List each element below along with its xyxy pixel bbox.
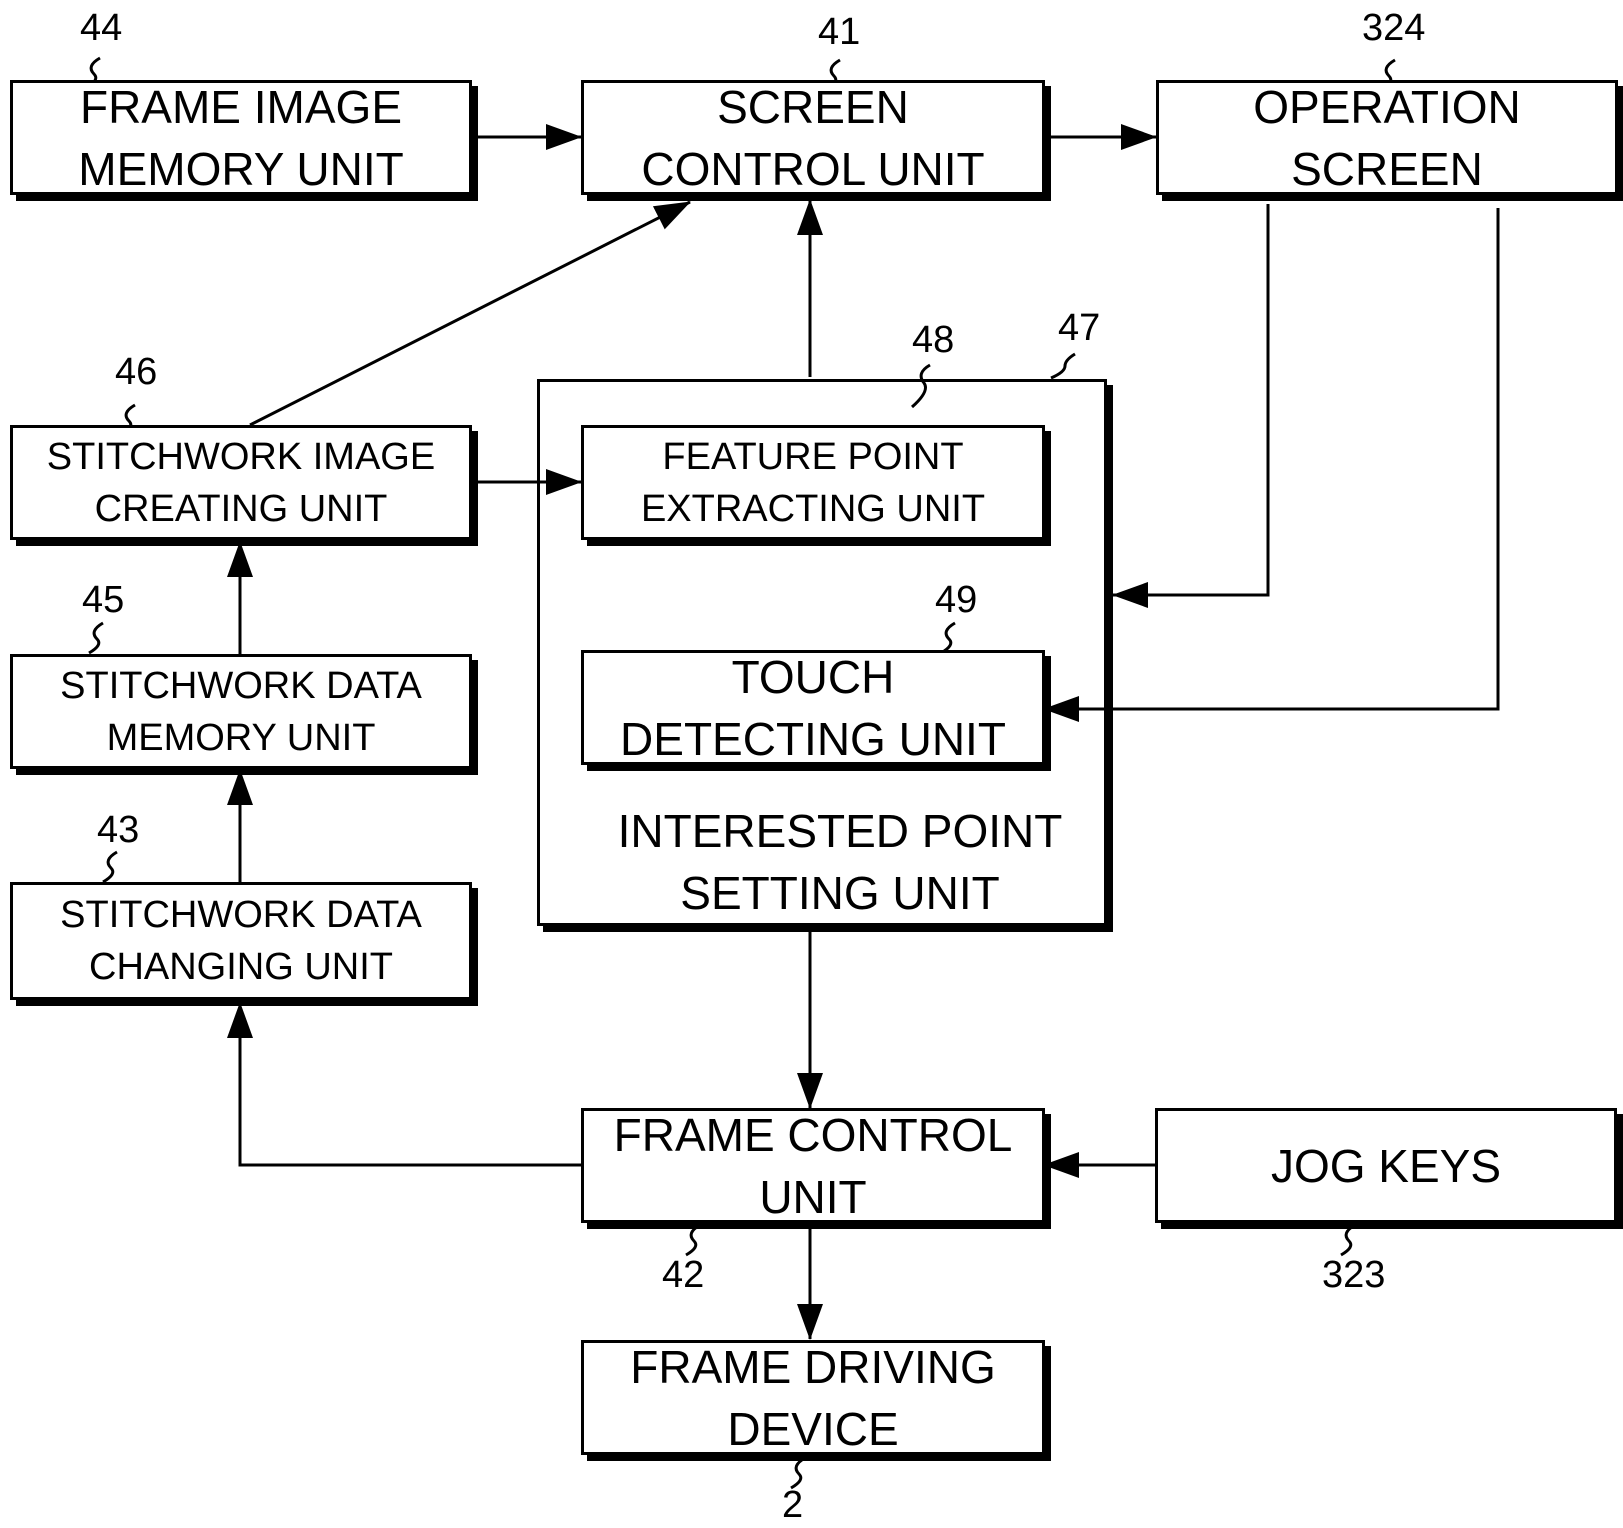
ref-47: 47 <box>1058 308 1100 348</box>
frame-driving-device: FRAME DRIVING DEVICE <box>581 1340 1045 1455</box>
touch-detecting-unit-label: TOUCH DETECTING UNIT <box>620 646 1006 770</box>
ref-41: 41 <box>818 12 860 52</box>
operation-screen: OPERATION SCREEN <box>1156 80 1618 195</box>
frame-driving-device-label: FRAME DRIVING DEVICE <box>630 1336 995 1460</box>
ref-49: 49 <box>935 580 977 620</box>
touch-detecting-unit: TOUCH DETECTING UNIT <box>581 650 1045 765</box>
jog-keys: JOG KEYS <box>1155 1108 1617 1223</box>
leader-45 <box>89 623 103 653</box>
frame-image-memory-unit: FRAME IMAGE MEMORY UNIT <box>10 80 472 195</box>
stitchwork-data-changing-unit: STITCHWORK DATA CHANGING UNIT <box>10 882 472 1000</box>
screen-control-unit-label: SCREEN CONTROL UNIT <box>641 76 984 200</box>
leader-42 <box>686 1225 700 1255</box>
stitchwork-image-creating-unit-label: STITCHWORK IMAGE CREATING UNIT <box>47 431 435 535</box>
feature-point-extracting-unit: FEATURE POINT EXTRACTING UNIT <box>581 425 1045 540</box>
leader-323 <box>1341 1225 1355 1255</box>
operation-screen-label: OPERATION SCREEN <box>1253 76 1521 200</box>
ref-48: 48 <box>912 320 954 360</box>
ref-45: 45 <box>82 580 124 620</box>
leader-43 <box>103 852 117 882</box>
interested-point-setting-label: INTERESTED POINT SETTING UNIT <box>560 800 1120 924</box>
leader-47 <box>1051 354 1075 378</box>
stitchwork-data-memory-unit-label: STITCHWORK DATA MEMORY UNIT <box>60 660 422 764</box>
stitchwork-image-creating-unit: STITCHWORK IMAGE CREATING UNIT <box>10 425 472 540</box>
jog-keys-label: JOG KEYS <box>1271 1135 1501 1197</box>
ref-42: 42 <box>662 1255 704 1295</box>
frame-control-unit-label: FRAME CONTROL UNIT <box>614 1104 1013 1228</box>
frame-image-memory-unit-label: FRAME IMAGE MEMORY UNIT <box>78 76 403 200</box>
ref-2: 2 <box>782 1485 803 1525</box>
ref-44: 44 <box>80 8 122 48</box>
ref-43: 43 <box>97 810 139 850</box>
frame-control-unit: FRAME CONTROL UNIT <box>581 1108 1045 1223</box>
edge-42-to-43 <box>240 1003 581 1165</box>
ref-324: 324 <box>1362 8 1425 48</box>
screen-control-unit: SCREEN CONTROL UNIT <box>581 80 1045 195</box>
ref-46: 46 <box>115 352 157 392</box>
feature-point-extracting-unit-label: FEATURE POINT EXTRACTING UNIT <box>641 431 985 535</box>
stitchwork-data-changing-unit-label: STITCHWORK DATA CHANGING UNIT <box>60 889 422 993</box>
edge-324-to-49 <box>1044 208 1498 709</box>
edge-324-to-47 <box>1113 204 1268 595</box>
ref-323: 323 <box>1322 1255 1385 1295</box>
stitchwork-data-memory-unit: STITCHWORK DATA MEMORY UNIT <box>10 654 472 769</box>
